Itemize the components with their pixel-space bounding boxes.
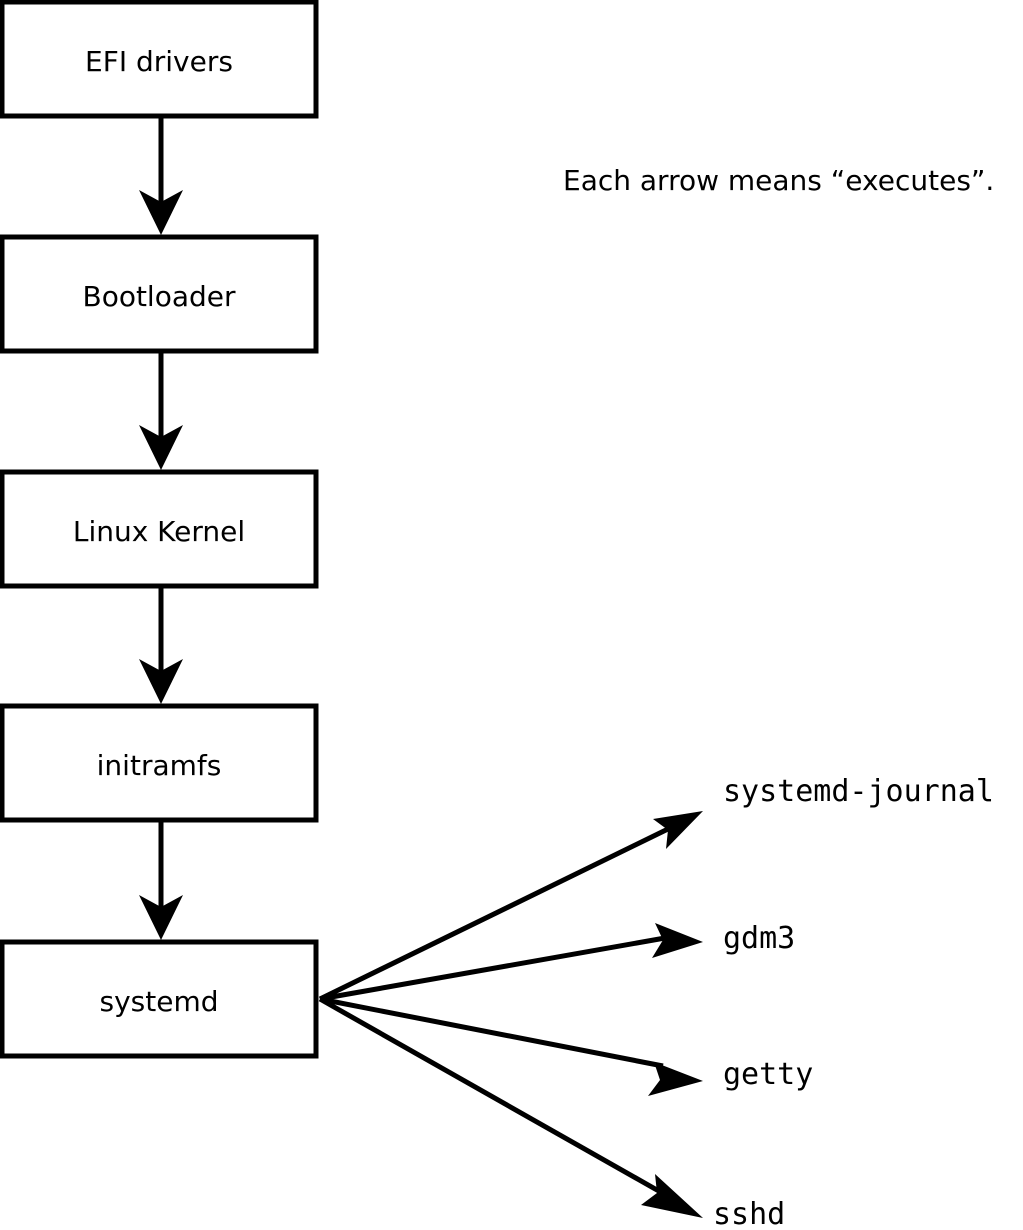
process-box-bootloader[interactable]: Bootloader xyxy=(0,234,319,354)
box-label-bootloader: Bootloader xyxy=(82,280,236,313)
arrow-shaft-icon xyxy=(318,996,666,1197)
arrow-head-icon xyxy=(652,923,703,958)
process-box-systemd[interactable]: systemd xyxy=(0,939,319,1059)
arrow-bootloader-to-linux-kernel xyxy=(139,351,183,470)
service-label-sshd: sshd xyxy=(713,1197,785,1230)
box-label-efi-drivers: EFI drivers xyxy=(85,45,233,78)
box-label-initramfs: initramfs xyxy=(97,749,222,782)
arrow-efi-drivers-to-bootloader xyxy=(139,116,183,235)
arrow-head-down-icon xyxy=(139,190,183,235)
arrow-head-down-icon xyxy=(139,425,183,470)
arrow-linux-kernel-to-initramfs xyxy=(139,586,183,704)
arrow-systemd-to-systemd-journal xyxy=(318,811,703,1002)
box-outline-systemd xyxy=(0,939,319,1059)
arrow-head-icon xyxy=(641,1174,703,1218)
arrow-shaft-icon xyxy=(319,935,666,1002)
arrow-initramfs-to-systemd xyxy=(139,820,183,940)
arrow-head-down-icon xyxy=(139,659,183,704)
arrow-systemd-to-gdm3 xyxy=(319,923,703,1002)
box-outline-initramfs xyxy=(0,703,319,823)
arrow-head-icon xyxy=(648,1062,703,1096)
box-label-linux-kernel: Linux Kernel xyxy=(73,515,245,548)
arrow-head-down-icon xyxy=(139,895,183,940)
legend-note: Each arrow means “executes”. xyxy=(563,164,994,197)
process-box-initramfs[interactable]: initramfs xyxy=(0,703,319,823)
process-box-linux-kernel[interactable]: Linux Kernel xyxy=(0,469,319,589)
arrow-shaft-icon xyxy=(318,826,670,1002)
arrow-systemd-to-sshd xyxy=(318,996,703,1218)
arrow-systemd-to-getty xyxy=(319,996,703,1096)
service-label-gdm3: gdm3 xyxy=(723,921,795,956)
box-label-systemd: systemd xyxy=(100,985,219,1018)
process-box-efi-drivers[interactable]: EFI drivers xyxy=(0,0,319,119)
box-outline-bootloader xyxy=(0,234,319,354)
arrow-head-icon xyxy=(653,811,703,849)
service-label-systemd-journal: systemd-journal xyxy=(723,774,994,809)
box-outline-efi-drivers xyxy=(0,0,319,119)
arrow-shaft-icon xyxy=(319,996,664,1069)
service-label-getty: getty xyxy=(723,1057,813,1092)
